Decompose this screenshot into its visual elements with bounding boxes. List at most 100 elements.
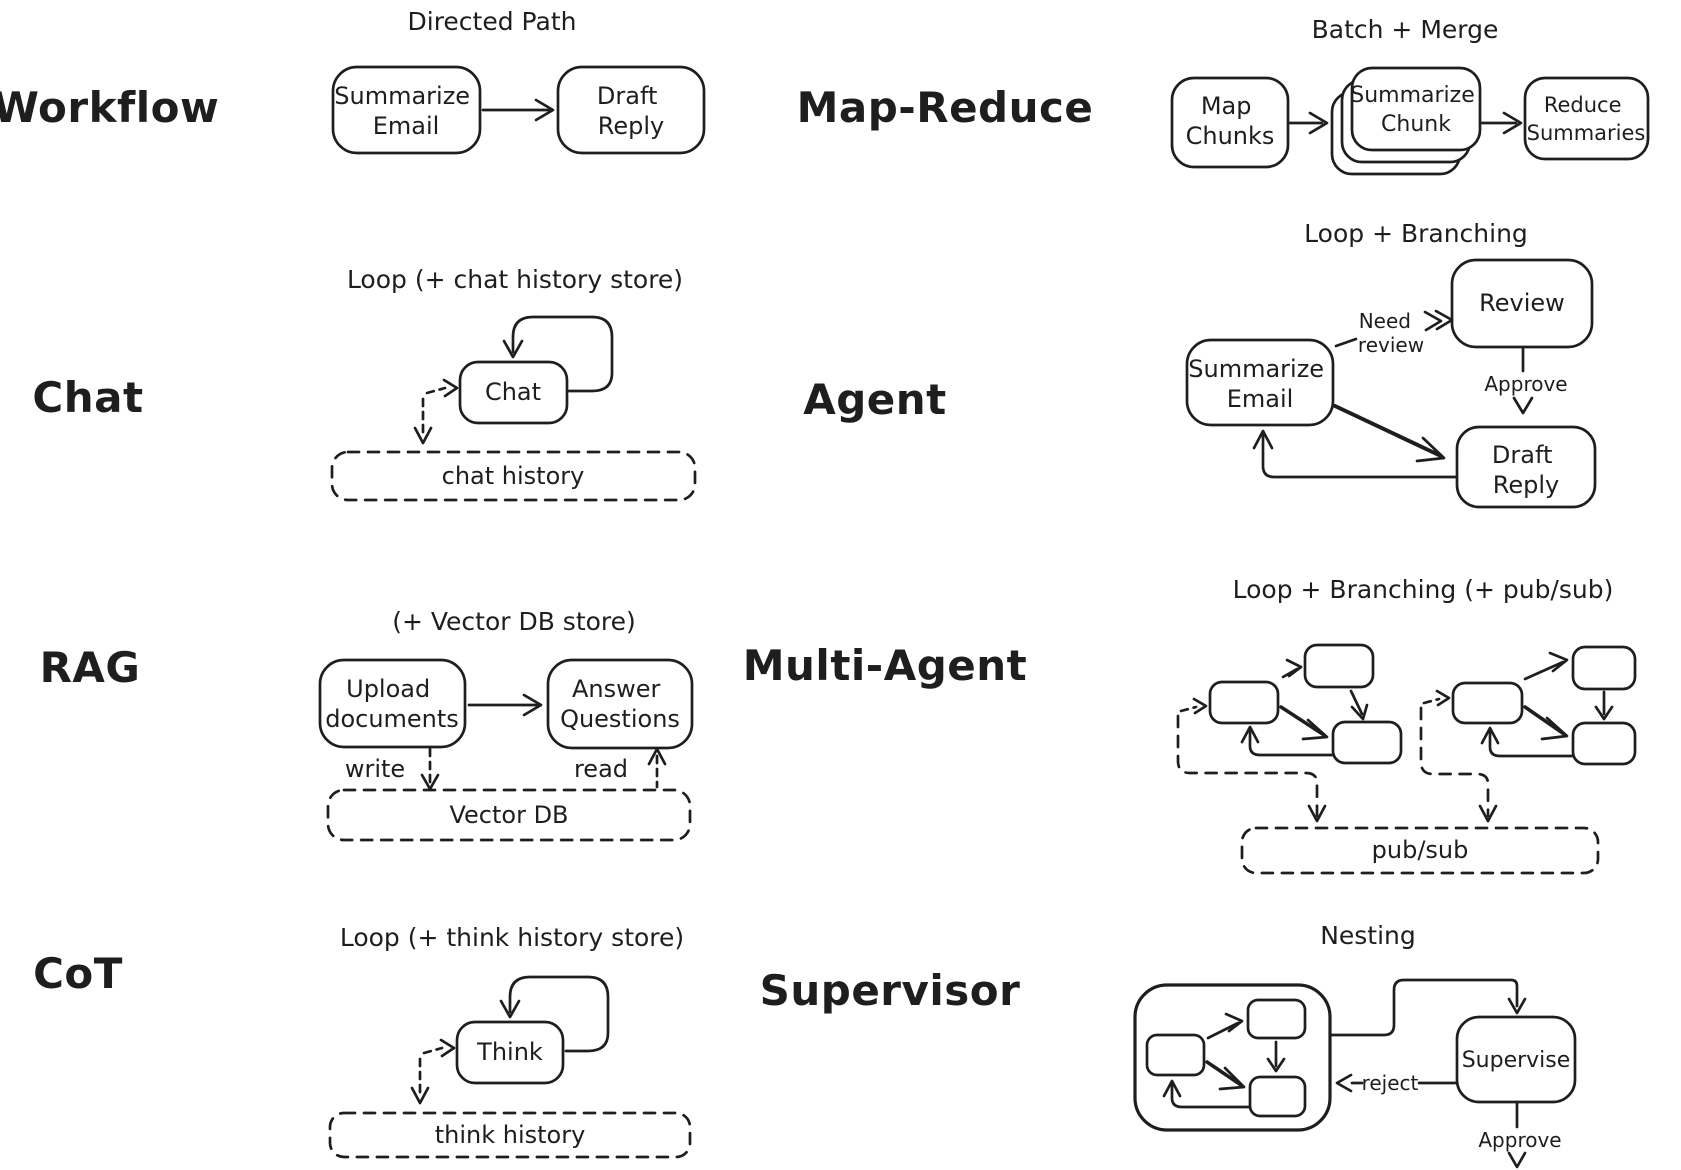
multiagent-c2-top-box [1571, 645, 1637, 691]
supervisor-inner-return-arrowhead-icon [1162, 1079, 1182, 1098]
rag-upload-documents-label: Upload documents [325, 675, 459, 733]
mapreduce-arrowhead-1-icon [1308, 111, 1329, 135]
cot-input-dashed-line [422, 1046, 444, 1055]
multiagent-c2-return-arrowhead-icon [1480, 726, 1500, 745]
cot-loop-arrowhead-icon [499, 999, 521, 1019]
multiagent-pubsub-store-box [1240, 826, 1600, 875]
multiagent-c1-top-box [1303, 643, 1375, 689]
supervisor-approve-arrowhead-icon [1507, 1151, 1527, 1169]
agent-approve-edge-label: Approve [1484, 372, 1567, 396]
multiagent-c1-return-arrowhead-icon [1240, 725, 1260, 744]
mapreduce-map-chunks-box [1170, 76, 1290, 169]
workflow-draft-reply-label: Draft Reply [597, 82, 665, 140]
multiagent-c2-return-path [1488, 729, 1575, 758]
workflow-arrowhead-icon [534, 98, 555, 122]
chat-node-label: Chat [485, 378, 541, 406]
rag-answer-questions-box [546, 658, 694, 750]
multiagent-c1-bottom-box [1331, 720, 1403, 765]
multiagent-c1-arrow-top-bottom [1349, 689, 1364, 716]
multiagent-c1-pubsub-arrowhead-icon [1307, 804, 1327, 823]
multiagent-c1-left-box [1208, 680, 1280, 725]
rag-answer-questions-label: Answer Questions [560, 675, 680, 733]
multiagent-c2-left-box [1451, 681, 1524, 725]
supervisor-supervise-label: Supervise [1462, 1048, 1571, 1073]
cot-caption: Loop (+ think history store) [340, 923, 684, 952]
multiagent-c1-input-arrowhead-icon [1192, 697, 1208, 715]
chat-history-store-box [330, 450, 697, 502]
mapreduce-summarize-chunk-box [1350, 66, 1482, 152]
supervisor-connector-arrowhead-icon [1507, 997, 1527, 1015]
mapreduce-reduce-summaries-label: Reduce Summaries [1527, 93, 1646, 145]
multiagent-c1-input-dashed-line [1179, 705, 1198, 713]
supervisor-container-box [1133, 983, 1332, 1132]
supervisor-inner-bottom-box [1248, 1075, 1307, 1118]
multiagent-c2-direct-arrow [1523, 705, 1566, 736]
chat-node-box [458, 360, 569, 425]
chat-store-arrowhead-icon [413, 426, 433, 445]
agent-draft-reply-label: Draft Reply [1492, 441, 1560, 499]
rag-upload-documents-box [318, 658, 467, 749]
supervisor-inner-left-box [1145, 1033, 1206, 1077]
multiagent-c1-arrowhead-top-bottom-icon [1350, 703, 1369, 721]
supervisor-inner-direct-arrowhead-icon [1218, 1066, 1246, 1091]
agent-summarize-email-box [1185, 338, 1335, 427]
agent-draft-reply-box [1455, 425, 1597, 509]
cot-think-label: Think [476, 1038, 543, 1066]
workflow-summarize-email-label: Summarize Email [334, 82, 477, 140]
agent-direct-arrow [1333, 404, 1443, 458]
agent-title: Agent [803, 375, 947, 424]
chat-title: Chat [32, 373, 143, 422]
supervisor-inner-arrowhead-left-top-icon [1224, 1012, 1244, 1033]
chat-history-store-label: chat history [442, 462, 585, 490]
workflow-caption: Directed Path [408, 7, 577, 36]
workflow-title: Workflow [0, 83, 219, 132]
supervisor-approve-edge-label: Approve [1478, 1128, 1561, 1152]
multiagent-c2-pubsub-dashed-path [1419, 706, 1490, 818]
supervisor-inner-arrowhead-top-bottom-icon [1266, 1057, 1286, 1073]
cot-store-arrowhead-icon [410, 1086, 430, 1105]
agent-caption: Loop + Branching [1304, 219, 1528, 248]
agent-need-review-connector [1334, 337, 1358, 348]
rag-arrowhead-icon [522, 693, 543, 717]
multiagent-caption: Loop + Branching (+ pub/sub) [1233, 575, 1614, 604]
multiagent-c1-direct-arrow [1279, 705, 1326, 737]
mapreduce-arrowhead-2-icon [1502, 111, 1523, 135]
workflow-summarize-email-box [331, 65, 482, 155]
rag-read-arrowhead-icon [647, 747, 667, 766]
chat-loop-arrowhead-icon [502, 339, 524, 359]
chat-input-arrowhead-icon [442, 378, 459, 398]
rag-vector-db-store-label: Vector DB [449, 801, 568, 829]
supervisor-connector-path [1330, 978, 1519, 1037]
chat-loop-path [511, 315, 614, 393]
agent-return-path [1261, 432, 1459, 479]
multiagent-title: Multi-Agent [743, 641, 1028, 690]
label-layer: Workflow Directed Path Summarize Email D… [0, 7, 1645, 1152]
cot-think-history-store-box [328, 1111, 692, 1159]
mapreduce-caption: Batch + Merge [1312, 15, 1499, 44]
cot-think-box [455, 1020, 565, 1085]
multiagent-c2-arrowhead-left-top-icon [1548, 651, 1569, 673]
agent-return-arrowhead-icon [1252, 429, 1274, 450]
agent-review-box [1450, 258, 1594, 349]
supervisor-reject-arrowhead-icon [1335, 1073, 1353, 1093]
multiagent-c1-arrowhead-left-top-icon [1285, 658, 1303, 678]
agent-direct-arrowhead-icon [1415, 436, 1446, 463]
supervisor-inner-direct-arrow [1205, 1060, 1243, 1087]
multiagent-c1-direct-arrowhead-icon [1301, 718, 1329, 741]
agent-need-review-edge-label: Need review [1358, 309, 1424, 357]
rag-write-edge-label: write [345, 755, 405, 783]
chat-input-dashed-line [425, 386, 447, 395]
multiagent-c2-input-arrowhead-icon [1435, 689, 1451, 707]
supervisor-inner-return-path [1170, 1082, 1252, 1109]
cot-input-arrowhead-icon [439, 1038, 456, 1058]
multiagent-pubsub-store-label: pub/sub [1372, 836, 1469, 864]
multiagent-c2-arrow-left-top [1523, 660, 1565, 681]
mapreduce-summarize-chunk-label: Summarize Chunk [1350, 83, 1482, 137]
rag-vector-db-store-box [326, 788, 692, 842]
rag-title: RAG [40, 643, 141, 692]
agent-summarize-email-label: Summarize Email [1188, 355, 1331, 413]
agent-need-review-arrowhead-icon [1423, 310, 1443, 332]
agent-approve-arrowhead-icon [1512, 396, 1534, 415]
